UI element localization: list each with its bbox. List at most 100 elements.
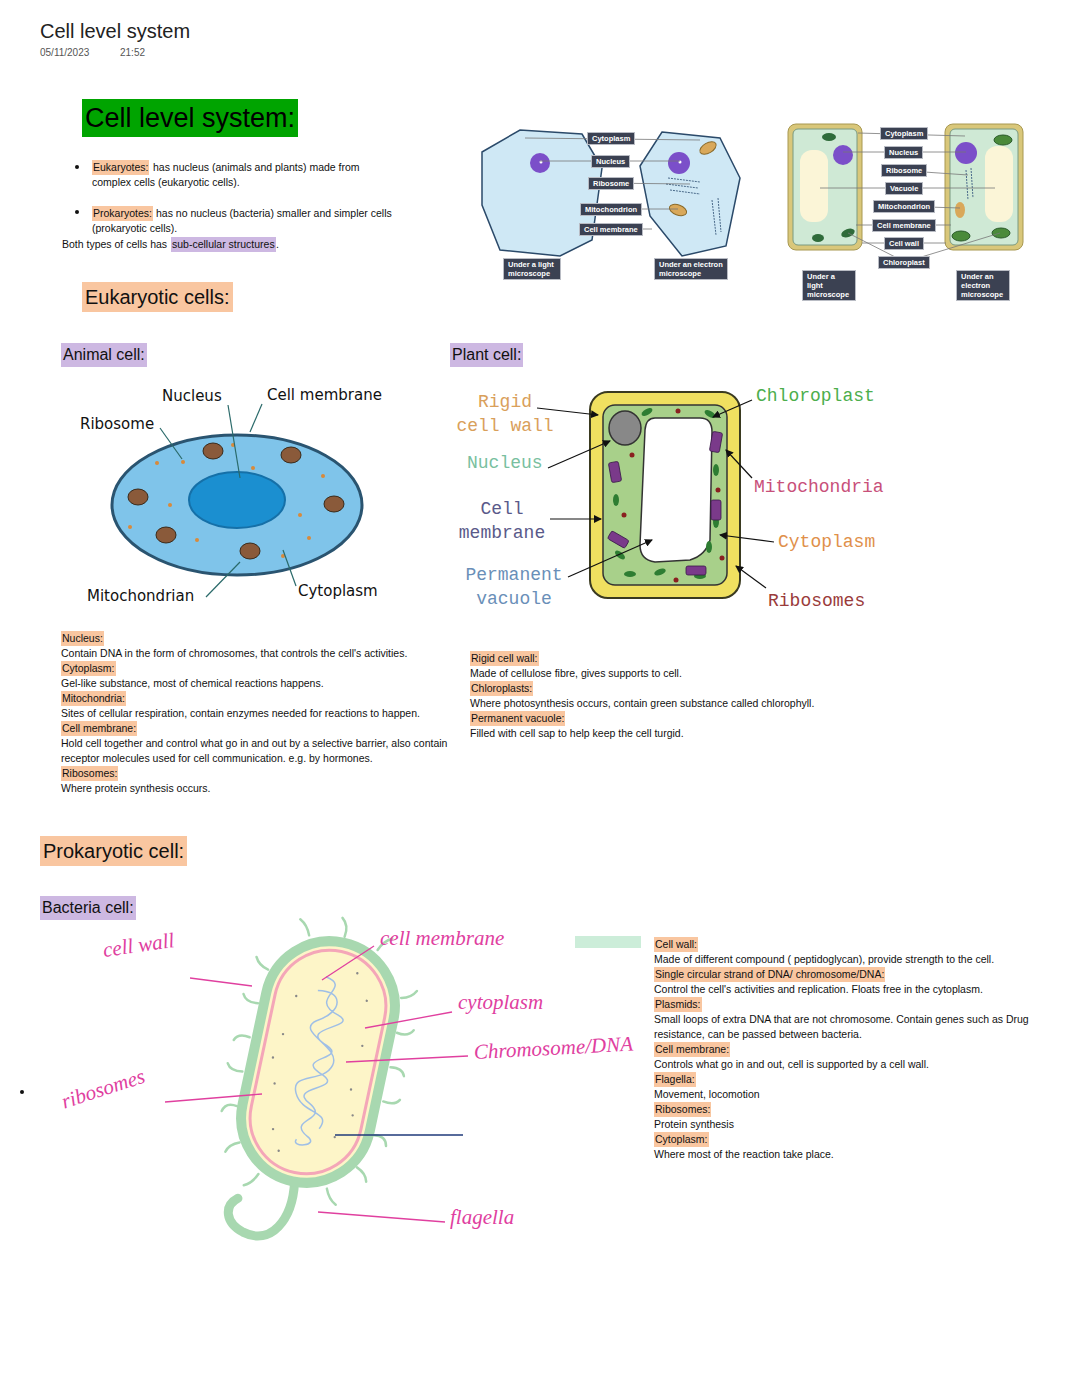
label-box-text: Ribosome	[593, 179, 629, 188]
term-highlight: Plasmids:	[654, 997, 702, 1012]
handwritten-label: cell membrane	[380, 926, 504, 950]
note-text: Where most of the reaction take place.	[654, 1147, 1054, 1162]
part-label: Cell membrane	[267, 386, 382, 404]
term-highlight: Cytoplasm:	[61, 661, 116, 676]
label-box: Nucleus	[884, 146, 923, 159]
sub-heading: Plant cell:	[450, 343, 523, 367]
term-highlight: Cytoplasm:	[654, 1132, 709, 1147]
time-text: 21:52	[120, 46, 145, 60]
term-highlight: Eukaryotes:	[92, 160, 149, 175]
label-box-text: Nucleus	[889, 148, 918, 157]
sub-heading: Animal cell:	[61, 343, 147, 367]
note-text: Movement, locomotion	[654, 1087, 1054, 1102]
term-highlight: sub-cellular structures	[171, 237, 276, 252]
label-box-text: Cell membrane	[877, 221, 931, 230]
label-box: Cytoplasm	[880, 127, 928, 140]
term-highlight: Cell membrane:	[654, 1042, 730, 1057]
animal-cell-micro	[482, 130, 740, 256]
term-highlight: Rigid cell wall:	[470, 651, 539, 666]
label-box-text: Ribosome	[886, 166, 922, 175]
label-box-text: Under an electron microscope	[659, 260, 723, 278]
section-heading: Prokaryotic cell:	[40, 836, 187, 866]
note-text: Gel-like substance, most of chemical rea…	[61, 676, 461, 691]
plant-cell-drawing	[537, 392, 774, 598]
label-box: Cell membrane	[872, 219, 936, 232]
label-box-text: Cell membrane	[584, 225, 638, 234]
part-label: Rigid cell wall	[455, 390, 555, 438]
label-box: Ribosome	[881, 164, 927, 177]
sub-heading: Bacteria cell:	[40, 896, 136, 920]
label-box-text: Under an electron microscope	[961, 272, 1005, 299]
part-label: Mitochondria	[754, 475, 884, 499]
part-label: Ribosomes	[768, 589, 865, 613]
label-box-text: Mitochondrion	[878, 202, 930, 211]
label-box: Cell wall	[884, 237, 924, 250]
term-highlight: Permanent vacuole:	[470, 711, 565, 726]
note-text: Filled with cell sap to help keep the ce…	[470, 726, 870, 741]
handwritten-label: cytoplasm	[458, 990, 543, 1014]
note-text: Made of different compound ( peptidoglyc…	[654, 952, 1054, 967]
bacteria-drawing	[165, 901, 641, 1260]
part-label: Mitochondrian	[87, 587, 194, 605]
term-highlight: Ribosomes:	[654, 1102, 711, 1117]
plant-cell-micro	[788, 124, 1023, 262]
label-box: Under a light microscope	[802, 270, 856, 301]
handwritten-label: cell wall	[101, 928, 175, 962]
term-highlight: Ribosomes:	[61, 766, 118, 781]
part-label: Nucleus	[467, 451, 543, 475]
label-box-text: Under a light microscope	[807, 272, 851, 299]
label-box-text: Vacuole	[890, 184, 918, 193]
label-box: Ribosome	[588, 177, 634, 190]
section-heading: Eukaryotic cells:	[82, 282, 233, 312]
label-box: Chloroplast	[878, 256, 930, 269]
page-title: Cell level system	[40, 18, 190, 44]
term-highlight: Cell membrane:	[61, 721, 137, 736]
note-text: has no nucleus (bacteria) smaller and si…	[92, 206, 392, 236]
handwritten-label: Chromosome/DNA	[473, 1032, 633, 1064]
label-box-text: Mitochondrion	[585, 205, 637, 214]
note-text: Where protein synthesis occurs.	[61, 781, 461, 796]
term-highlight: Cell wall:	[654, 937, 698, 952]
term-highlight: Mitochondria:	[61, 691, 126, 706]
note-text: Small loops of extra DNA that are not ch…	[654, 1012, 1054, 1042]
label-box: Under an electron microscope	[654, 258, 728, 280]
handwritten-label: flagella	[450, 1205, 514, 1229]
note-text: Both types of cells has	[62, 237, 167, 252]
note-text: Control the cell's activities and replic…	[654, 982, 1054, 997]
note-text: Protein synthesis	[654, 1117, 1054, 1132]
part-label: Chloroplast	[756, 384, 875, 408]
note-text: Made of cellulose fibre, gives supports …	[470, 666, 870, 681]
note-text: Hold cell together and control what go i…	[61, 736, 461, 766]
date-text: 05/11/2023	[40, 46, 89, 60]
label-box-text: Nucleus	[596, 157, 625, 166]
label-box-text: Under a light microscope	[508, 260, 556, 278]
label-box-text: Cytoplasm	[885, 129, 923, 138]
handwritten-label: ribosomes	[58, 1064, 148, 1114]
note-text: Controls what go in and out, cell is sup…	[654, 1057, 1054, 1072]
term-highlight: Prokaryotes:	[92, 206, 153, 221]
part-label: Ribosome	[80, 415, 154, 433]
label-box: Nucleus	[591, 155, 630, 168]
label-box: Under an electron microscope	[956, 270, 1010, 301]
note-text: Where photosynthesis occurs, contain gre…	[470, 696, 870, 711]
note-text: Sites of cellular respiration, contain e…	[61, 706, 461, 721]
label-box: Cytoplasm	[587, 132, 635, 145]
part-label: Cell membrane	[452, 497, 552, 545]
term-highlight: Nucleus:	[61, 631, 104, 646]
label-box: Vacuole	[885, 182, 923, 195]
note-text: .	[276, 237, 279, 252]
section-heading: Cell level system:	[82, 99, 298, 137]
note-text: Contain DNA in the form of chromosomes, …	[61, 646, 461, 661]
label-box: Cell membrane	[579, 223, 643, 236]
label-box: Mitochondrion	[580, 203, 642, 216]
part-label: Cytoplasm	[298, 582, 378, 600]
note-text: has nucleus (animals and plants) made fr…	[92, 160, 392, 190]
term-highlight: Single circular strand of DNA/ chromosom…	[654, 967, 885, 982]
term-highlight: Flagella:	[654, 1072, 696, 1087]
label-box: Under a light microscope	[503, 258, 561, 280]
label-box-text: Chloroplast	[883, 258, 925, 267]
label-box-text: Cell wall	[889, 239, 919, 248]
term-highlight: Chloroplasts:	[470, 681, 533, 696]
part-label: Nucleus	[162, 387, 222, 405]
